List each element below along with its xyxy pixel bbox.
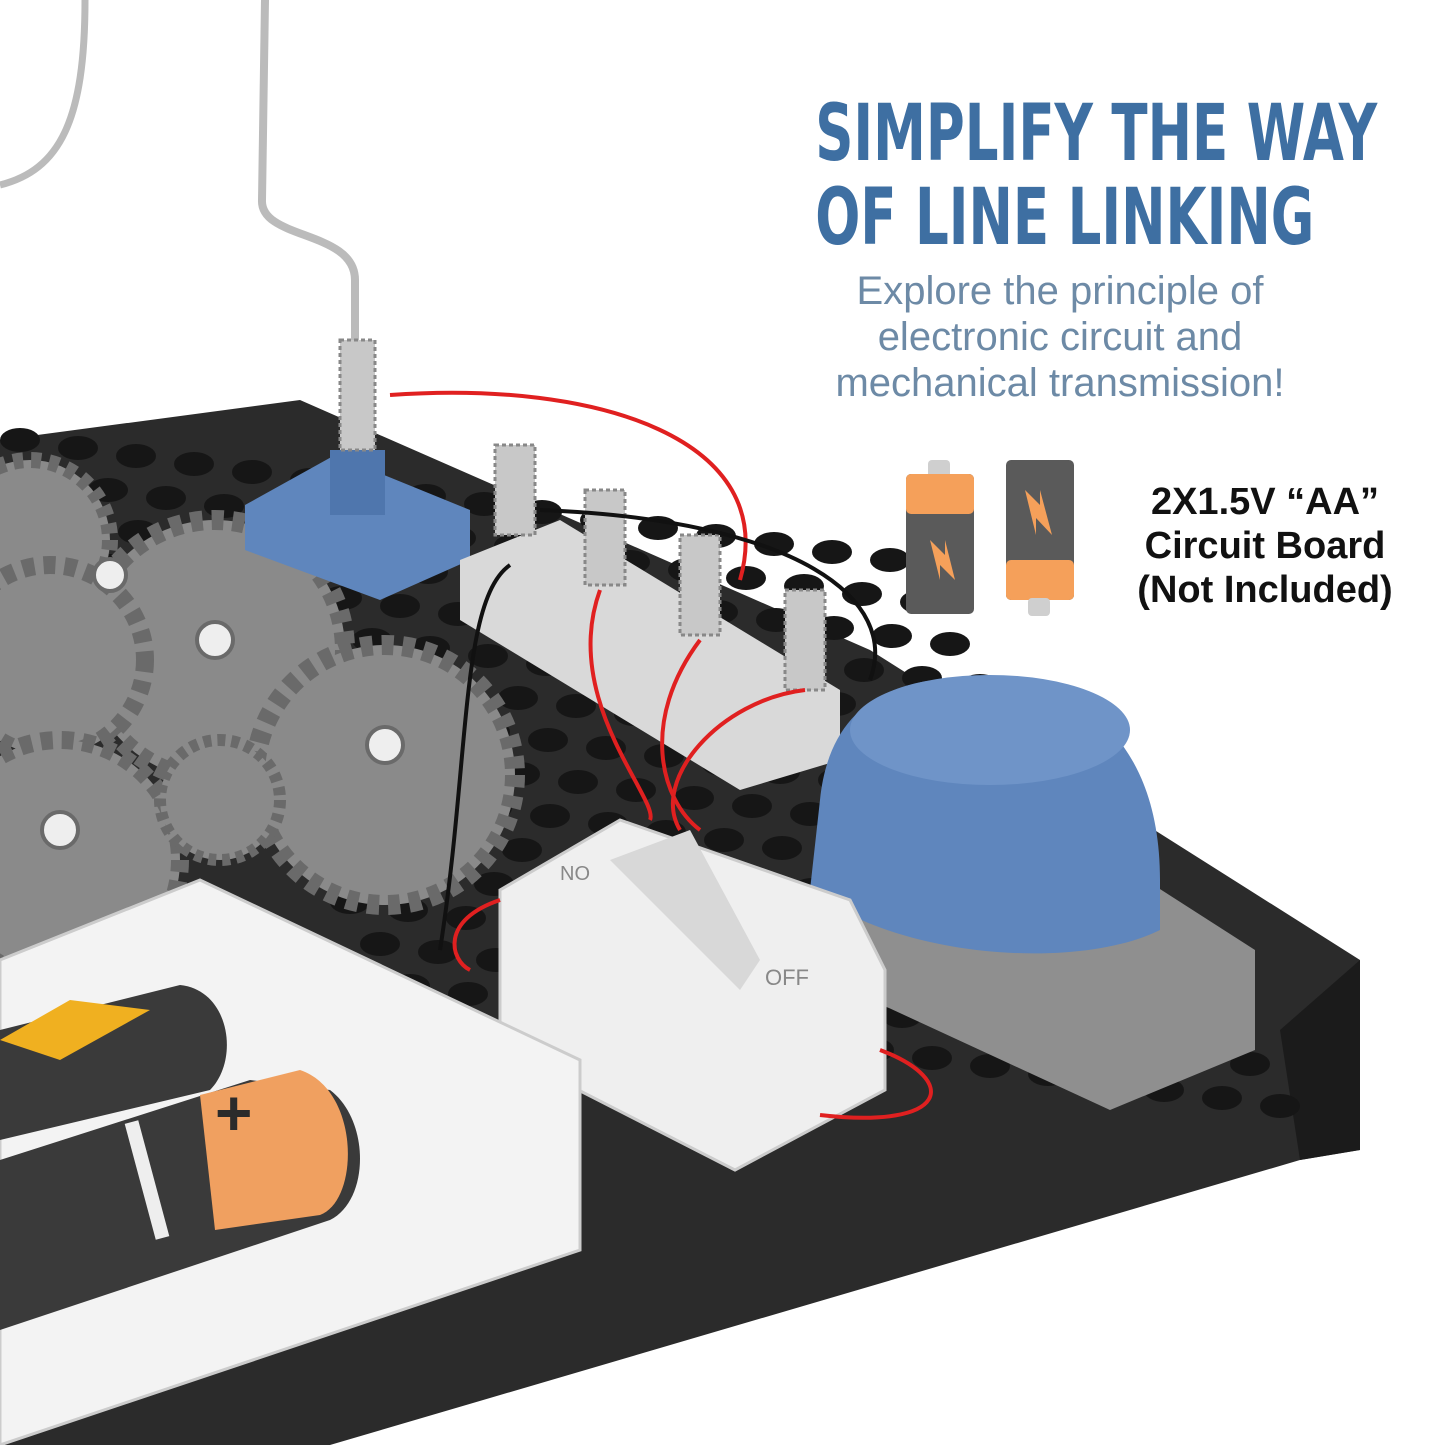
board-stud	[530, 804, 570, 828]
black-wires	[438, 508, 877, 951]
board-stud	[418, 940, 458, 964]
spring-terminals	[460, 443, 840, 790]
battery-spec-line-1: 2X1.5V “AA”	[1150, 481, 1380, 523]
board-stud	[502, 838, 542, 862]
board-stud	[812, 540, 852, 564]
headline-line-1: SIMPLIFY THE WAY	[815, 89, 1378, 179]
battery-spec: 2X1.5V “AA” Circuit Board (Not Included)	[1090, 480, 1440, 612]
board-stud	[726, 566, 766, 590]
battery-spec-line-2: Circuit Board	[1144, 525, 1386, 567]
subtitle-line-3: mechanical transmission!	[835, 361, 1285, 405]
board-stud	[930, 632, 970, 656]
board-stud	[870, 548, 910, 572]
subtitle-line-2: electronic circuit and	[877, 315, 1243, 359]
switch-lever[interactable]	[610, 830, 760, 990]
board-stud	[912, 1046, 952, 1070]
board-stud	[232, 460, 272, 484]
board-stud	[448, 982, 488, 1006]
board-stud	[174, 452, 214, 476]
battery-plus-sign: +	[215, 1077, 252, 1149]
board-stud	[380, 594, 420, 618]
board-stud	[528, 728, 568, 752]
battery-icon-left	[906, 460, 974, 614]
wire-probe	[257, 0, 359, 340]
board-stud	[704, 828, 744, 852]
board-stud	[0, 428, 40, 452]
board-stud	[118, 520, 158, 544]
red-wires	[389, 390, 933, 1120]
board-stud	[754, 532, 794, 556]
board-stud	[1260, 1094, 1300, 1118]
subtitle-line-1: Explore the principle of	[856, 269, 1264, 313]
board-stud	[556, 694, 596, 718]
board-stud	[732, 794, 772, 818]
headline: SIMPLIFY THE WAY OF LINE LINKING	[815, 89, 1378, 263]
battery-spec-line-3: (Not Included)	[1137, 569, 1393, 611]
board-stud	[762, 836, 802, 860]
switch-off-label: OFF	[765, 965, 809, 990]
board-stud	[970, 1054, 1010, 1078]
subtitle: Explore the principle of electronic circ…	[760, 268, 1360, 406]
board-stud	[872, 624, 912, 648]
switch-on-label: NO	[560, 863, 590, 885]
board-stud	[498, 686, 538, 710]
board-stud	[468, 644, 508, 668]
board-stud	[558, 770, 598, 794]
board-stud	[1202, 1086, 1242, 1110]
board-stud	[1230, 1052, 1270, 1076]
board-stud	[844, 658, 884, 682]
board-stud	[674, 786, 714, 810]
board-stud	[116, 444, 156, 468]
board-stud	[146, 486, 186, 510]
battery-icon-right	[1006, 460, 1074, 616]
wire-loop	[0, 0, 89, 189]
headline-line-2: OF LINE LINKING	[815, 173, 1315, 263]
board-stud	[58, 436, 98, 460]
probe-base-block	[245, 455, 470, 600]
board-stud	[360, 932, 400, 956]
star-icon	[0, 1000, 150, 1060]
board-stud	[616, 778, 656, 802]
spring-icon	[338, 338, 377, 452]
